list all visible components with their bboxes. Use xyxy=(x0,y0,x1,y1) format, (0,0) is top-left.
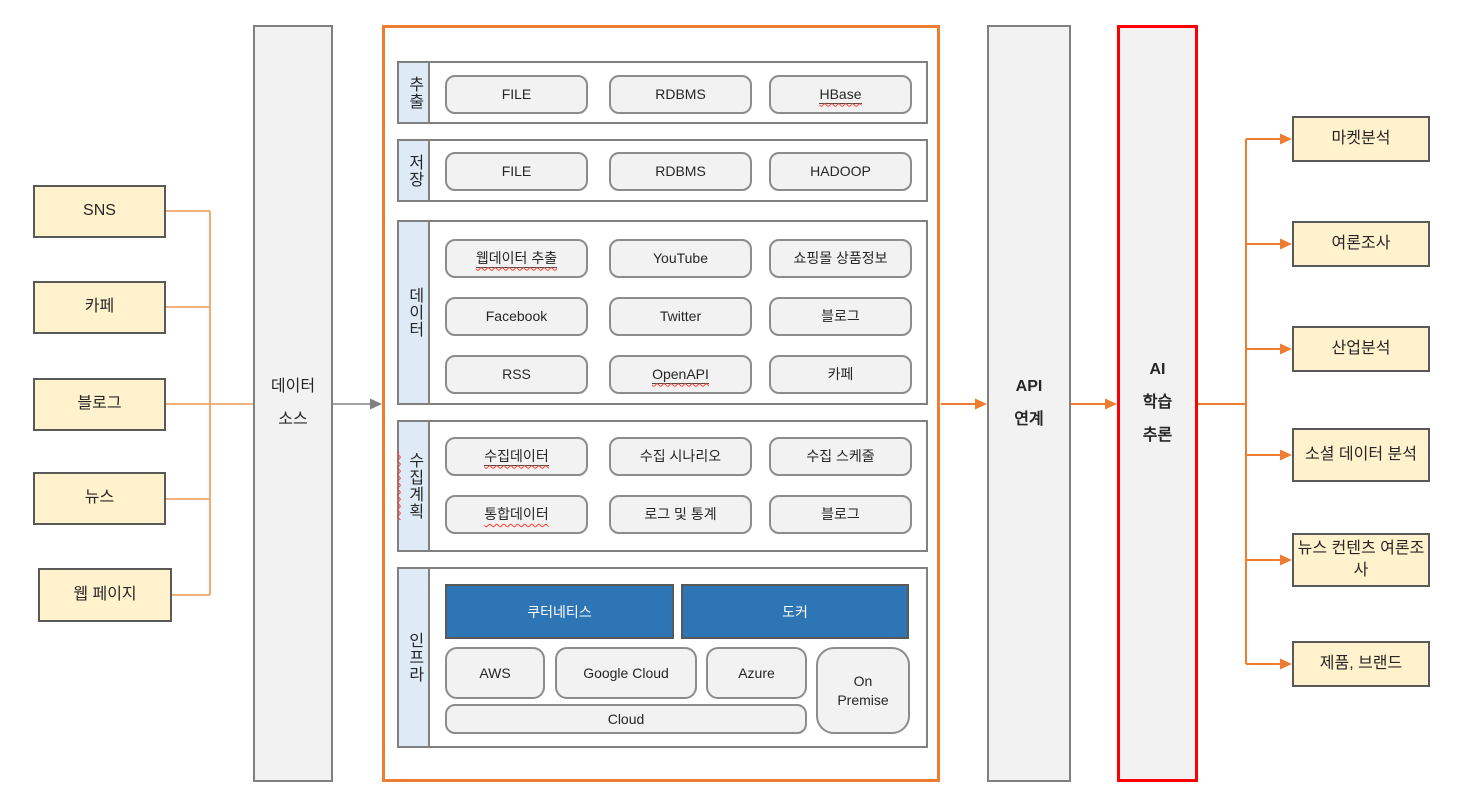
item-hbase: HBase xyxy=(769,75,912,114)
data-source-pillar: 데이터 소스 xyxy=(253,25,333,782)
api-to-ai-arrow xyxy=(1071,398,1117,410)
output-connectors xyxy=(1198,133,1292,670)
source-box-blog: 블로그 xyxy=(33,378,166,431)
pipeline-row-collection-plan: 수집계획 수집데이터 수집 시나리오 수집 스케줄 통합데이터 로그 및 통계 … xyxy=(397,420,928,552)
item-twitter: Twitter xyxy=(609,297,752,336)
item-blog: 블로그 xyxy=(769,495,912,534)
pipeline-row-extract: 추출 FILE RDBMS HBase xyxy=(397,61,928,124)
output-box-social-data-analysis: 소셜 데이터 분석 xyxy=(1292,428,1430,482)
item-rdbms: RDBMS xyxy=(609,152,752,191)
source-box-news: 뉴스 xyxy=(33,472,166,525)
item-file: FILE xyxy=(445,152,588,191)
cloud-azure: Azure xyxy=(706,647,807,699)
output-label: 마켓분석 xyxy=(1331,129,1391,147)
output-box-opinion-poll: 여론조사 xyxy=(1292,221,1430,267)
item-collection-scenario: 수집 시나리오 xyxy=(609,437,752,476)
output-box-industry-analysis: 산업분석 xyxy=(1292,326,1430,372)
data-source-label: 데이터 소스 xyxy=(270,377,316,428)
item-cafe: 카페 xyxy=(769,355,912,394)
item-facebook: Facebook xyxy=(445,297,588,336)
pipeline-row-store: 저장 FILE RDBMS HADOOP xyxy=(397,139,928,202)
row-label-store: 저장 xyxy=(399,141,430,200)
item-rss: RSS xyxy=(445,355,588,394)
item-shopping-product-info: 쇼핑몰 상품정보 xyxy=(769,239,912,278)
item-hadoop: HADOOP xyxy=(769,152,912,191)
source-label: 카페 xyxy=(84,298,115,316)
cloud-bar: Cloud xyxy=(445,704,807,734)
ai-label: AI 학습 추론 xyxy=(1142,361,1173,444)
item-file: FILE xyxy=(445,75,588,114)
output-label: 뉴스 컨텐츠 여론조사 xyxy=(1297,539,1425,579)
item-rdbms: RDBMS xyxy=(609,75,752,114)
source-box-cafe: 카페 xyxy=(33,281,166,334)
pipeline-to-api-arrow xyxy=(941,398,987,410)
cloud-on-premise: On Premise xyxy=(816,647,910,734)
row-label-infra: 인프라 xyxy=(399,569,430,746)
output-label: 소셜 데이터 분석 xyxy=(1305,445,1417,463)
source-box-sns: SNS xyxy=(33,185,166,238)
platform-kubernetes: 쿠터네티스 xyxy=(445,584,674,639)
source-box-webpage: 웹 페이지 xyxy=(38,568,172,622)
row-label-extract: 추출 xyxy=(399,63,430,122)
item-openapi: OpenAPI xyxy=(609,355,752,394)
pipeline-row-data: 데이터 웹데이터 추출 YouTube 쇼핑몰 상품정보 Facebook Tw… xyxy=(397,220,928,405)
source-label: SNS xyxy=(83,202,116,220)
source-label: 웹 페이지 xyxy=(73,585,137,603)
output-label: 여론조사 xyxy=(1331,234,1391,252)
item-integrated-data: 통합데이터 xyxy=(445,495,588,534)
output-box-news-content-poll: 뉴스 컨텐츠 여론조사 xyxy=(1292,533,1430,587)
platform-docker: 도커 xyxy=(681,584,909,639)
item-log-stats: 로그 및 통계 xyxy=(609,495,752,534)
source-connectors xyxy=(166,210,253,596)
source-label: 뉴스 xyxy=(84,489,115,507)
output-box-market-analysis: 마켓분석 xyxy=(1292,116,1430,162)
api-link-label: API 연계 xyxy=(1014,377,1044,428)
source-label: 블로그 xyxy=(77,395,122,413)
row-label-collection-plan: 수집계획 xyxy=(399,422,430,550)
item-collection-schedule: 수집 스케줄 xyxy=(769,437,912,476)
cloud-aws: AWS xyxy=(445,647,545,699)
item-youtube: YouTube xyxy=(609,239,752,278)
api-link-pillar: API 연계 xyxy=(987,25,1071,782)
item-webdata-extract: 웹데이터 추출 xyxy=(445,239,588,278)
row-label-data: 데이터 xyxy=(399,222,430,403)
datasource-to-pipeline-arrow xyxy=(333,398,382,410)
ai-learning-inference-pillar: AI 학습 추론 xyxy=(1117,25,1198,782)
item-collected-data: 수집데이터 xyxy=(445,437,588,476)
output-label: 제품, 브랜드 xyxy=(1319,654,1403,672)
pipeline-row-infra: 인프라 쿠터네티스 도커 AWS Google Cloud Azure On P… xyxy=(397,567,928,748)
cloud-google: Google Cloud xyxy=(555,647,697,699)
output-label: 산업분석 xyxy=(1331,339,1391,357)
item-blog: 블로그 xyxy=(769,297,912,336)
output-box-product-brand: 제품, 브랜드 xyxy=(1292,641,1430,687)
